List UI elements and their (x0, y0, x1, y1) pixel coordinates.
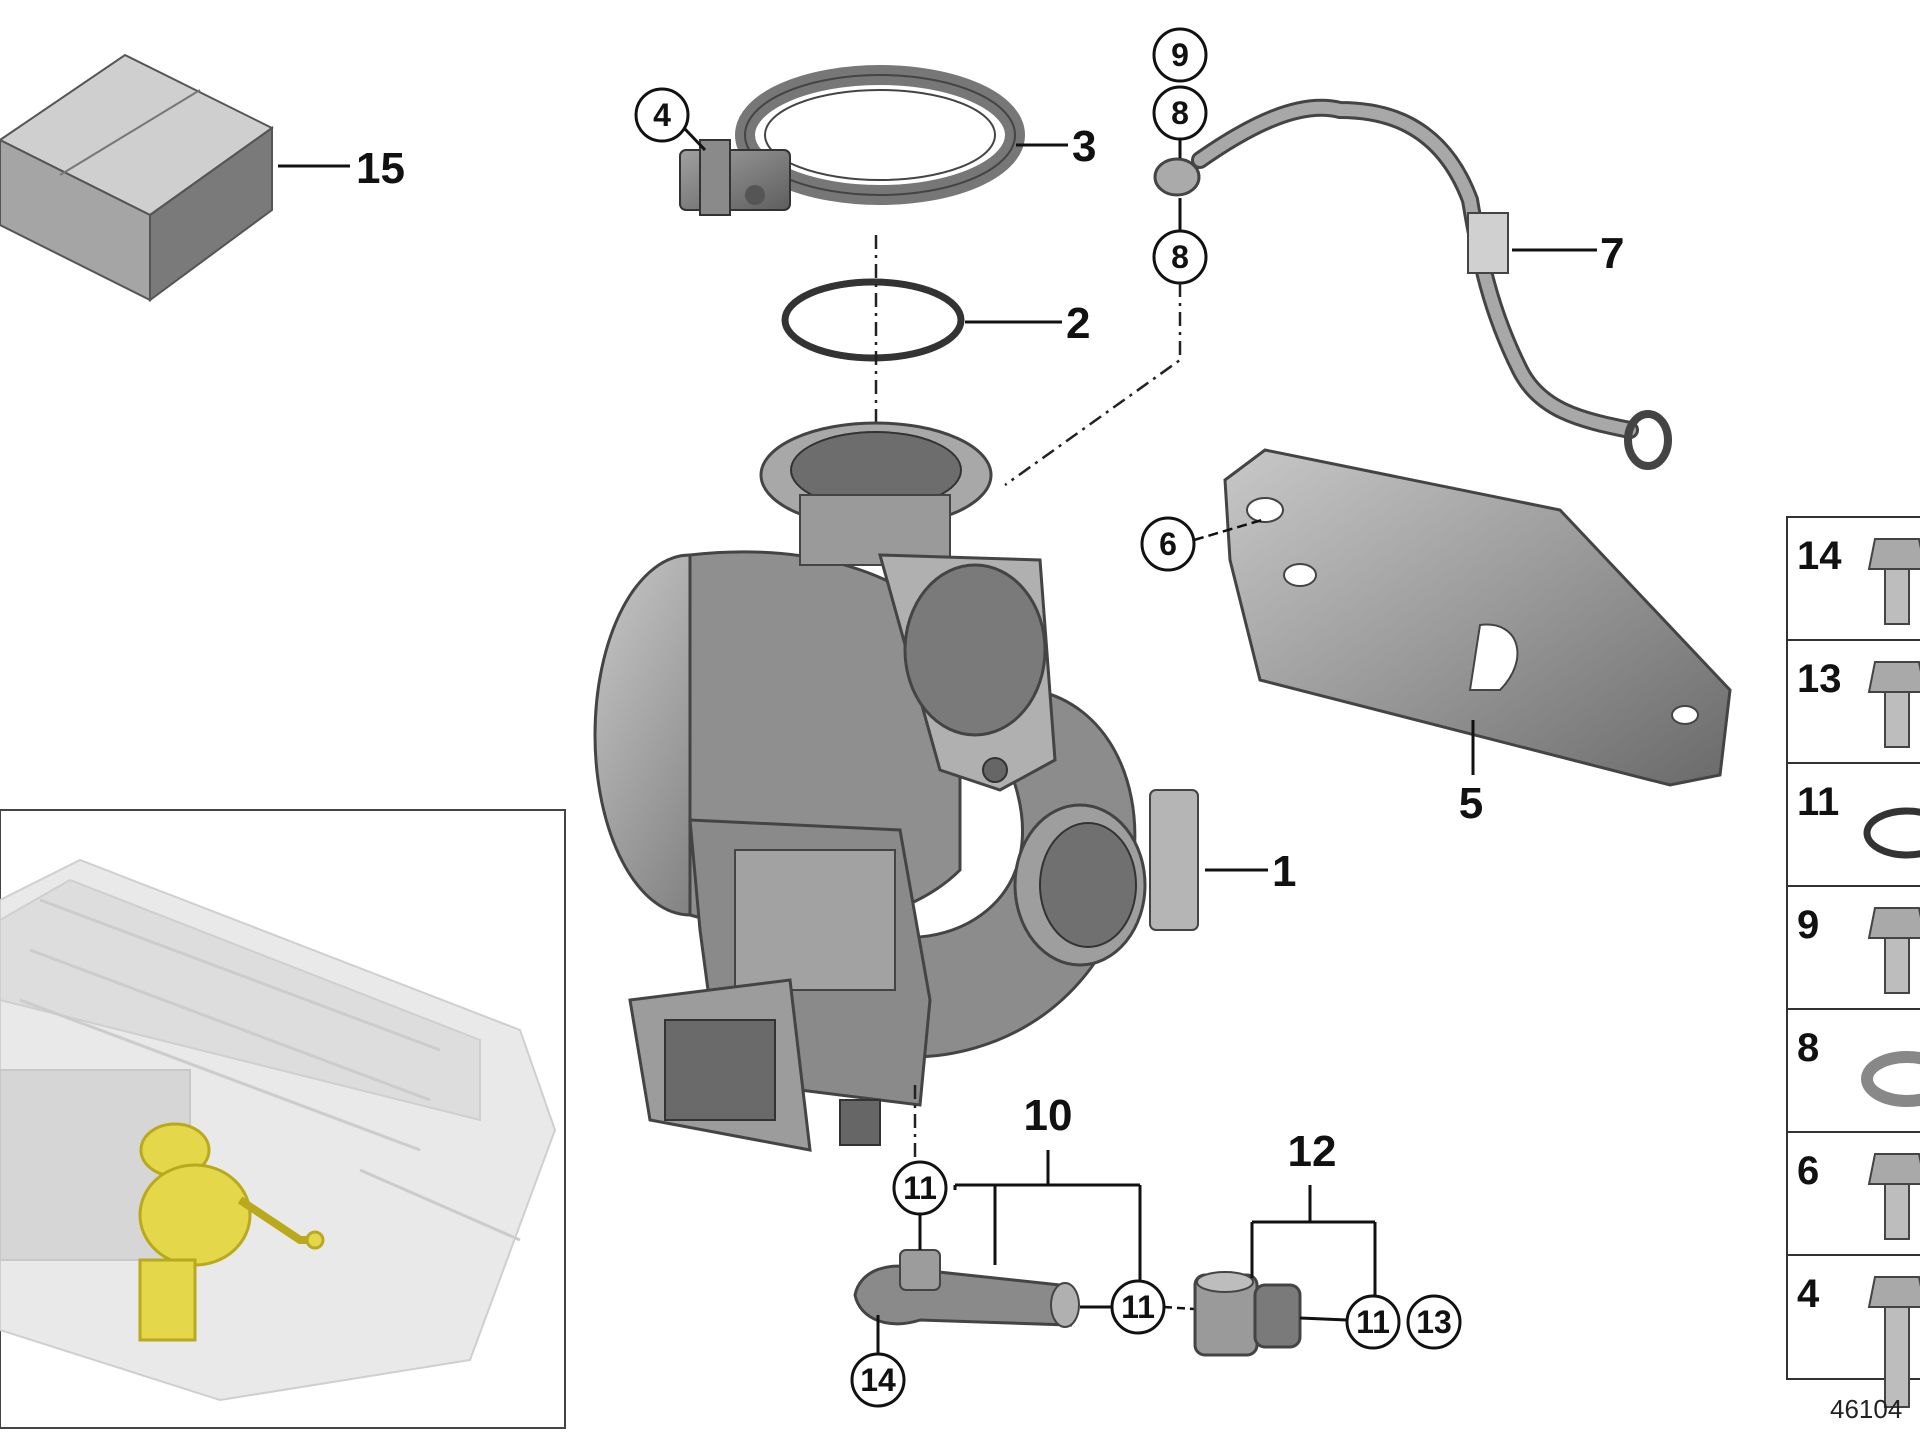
label-part-14: 14 (860, 1362, 896, 1398)
callout-circle-13 (1406, 1294, 1462, 1350)
fastener-table-label: 6 (1797, 1149, 1819, 1193)
fastener-icon (1867, 1276, 1920, 1408)
fastener-icon (1867, 1153, 1920, 1240)
label-part-3: 3 (1072, 122, 1096, 171)
fastener-table-label: 4 (1797, 1272, 1820, 1316)
label-part-4: 4 (653, 97, 671, 133)
callout-circle-11-c (1345, 1294, 1401, 1350)
fastener-icon (1861, 1051, 1920, 1107)
label-part-11-c: 11 (1356, 1304, 1390, 1340)
leader-11-c (1299, 1316, 1348, 1322)
bracket-10 (953, 1150, 1142, 1280)
label-part-11-a: 11 (903, 1170, 937, 1206)
fastener-table-label: 9 (1797, 903, 1819, 947)
fastener-table: 14 13 11 9 8 6 4 (1786, 516, 1920, 1408)
fastener-icon (1867, 661, 1920, 748)
assembly-line-oil (1004, 283, 1182, 487)
part-3-clamp (679, 65, 1025, 216)
leader-6 (1193, 518, 1263, 542)
label-part-10: 10 (1024, 1091, 1073, 1140)
part-1-turbocharger (593, 421, 1199, 1152)
fastener-table-label: 11 (1797, 780, 1839, 824)
fastener-icon (1867, 907, 1920, 994)
label-part-1: 1 (1272, 847, 1296, 896)
label-part-6: 6 (1159, 526, 1177, 562)
label-part-8-top: 8 (1171, 95, 1189, 131)
fastener-table-label: 14 (1797, 534, 1842, 578)
label-part-2: 2 (1066, 299, 1090, 348)
label-part-13: 13 (1416, 1304, 1452, 1340)
part-10-return-pipe (853, 1249, 1080, 1328)
callout-circle-9 (1152, 27, 1208, 83)
label-part-11-b: 11 (1121, 1289, 1155, 1325)
label-part-7: 7 (1600, 229, 1624, 278)
callout-circle-4 (634, 87, 690, 143)
part-12-screw-fitting (1193, 1271, 1302, 1357)
fastener-table-label: 13 (1797, 657, 1842, 701)
document-number: 46104 (1830, 1394, 1902, 1424)
label-part-8-bottom: 8 (1171, 239, 1189, 275)
bracket-12 (1250, 1185, 1377, 1295)
engine-context-inset (0, 809, 566, 1429)
fastener-icon (1867, 538, 1920, 625)
leader-4 (682, 126, 707, 152)
part-7-oil-line (1153, 98, 1672, 470)
highlighted-turbo (138, 1122, 325, 1342)
label-part-15: 15 (356, 144, 405, 193)
fastener-icon (1863, 807, 1920, 859)
leader-11-b-right (1163, 1305, 1211, 1312)
part-2-oring (781, 278, 965, 362)
label-part-12: 12 (1288, 1127, 1337, 1176)
part-15-box (0, 53, 274, 302)
callout-circle-6 (1140, 516, 1196, 572)
label-part-9: 9 (1171, 37, 1189, 73)
fastener-table-label: 8 (1797, 1026, 1819, 1070)
label-part-5: 5 (1459, 779, 1483, 828)
part-5-heat-shield (1223, 448, 1732, 787)
